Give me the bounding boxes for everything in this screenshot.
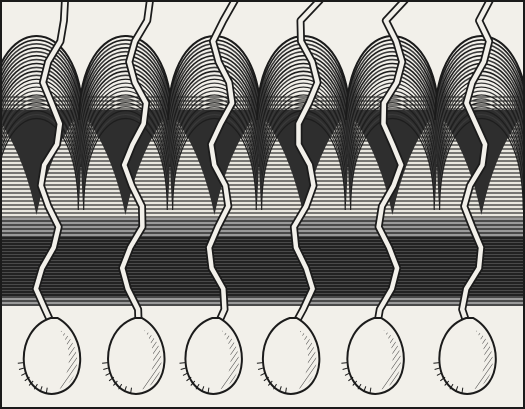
bulb-hatch-tick: [180, 363, 186, 364]
bulb-hatch-tick: [433, 363, 439, 364]
bulb-hatch-tick: [102, 363, 108, 364]
bulb-hatch-tick: [18, 363, 24, 364]
bulb-hatch-tick: [257, 363, 263, 364]
mid-dark-band: [0, 236, 525, 306]
mid-light-band: [0, 218, 525, 236]
mid-lower-band: [0, 296, 525, 306]
bulb-hatch-tick: [341, 363, 347, 364]
